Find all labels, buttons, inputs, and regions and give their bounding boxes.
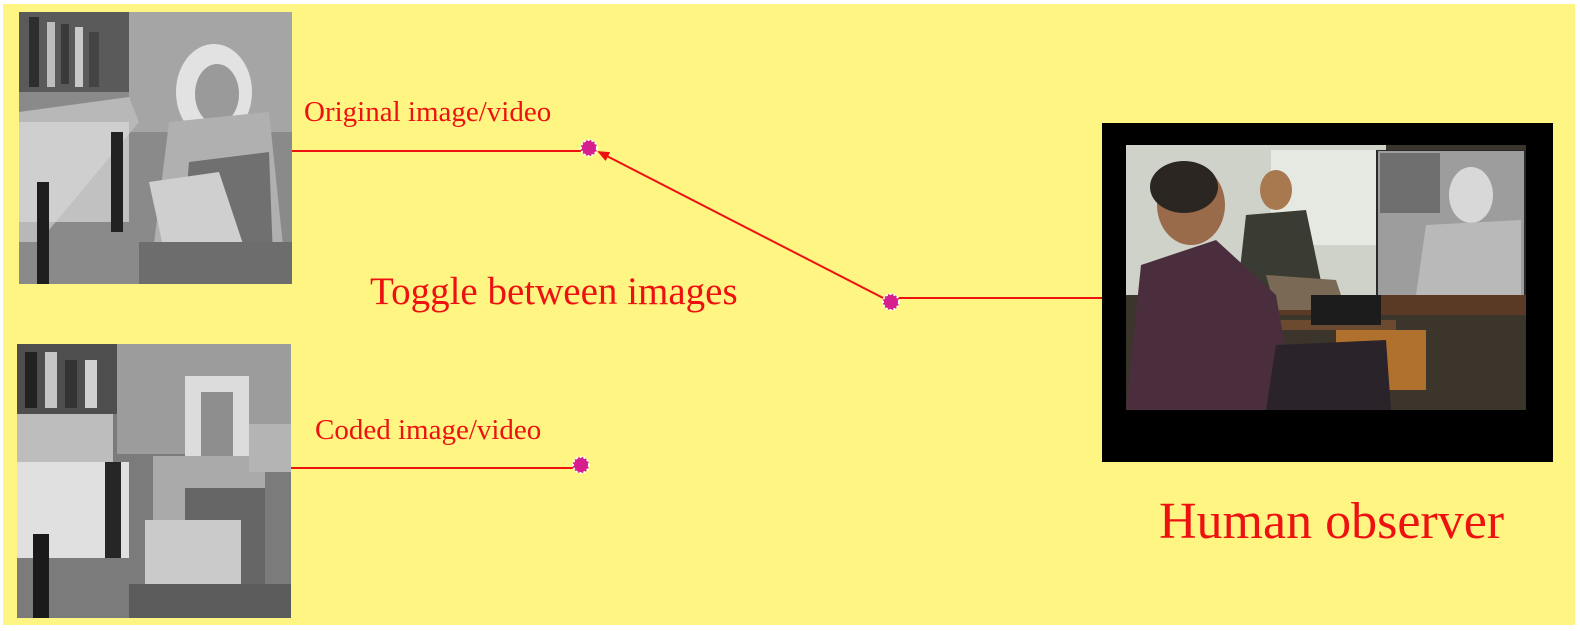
toggle-arrow bbox=[597, 151, 892, 303]
original-image-label: Original image/video bbox=[304, 96, 552, 128]
toggle-label: Toggle between images bbox=[370, 270, 738, 313]
coded-node bbox=[572, 456, 590, 474]
original-node bbox=[580, 139, 598, 157]
observer-photo bbox=[1126, 145, 1526, 410]
observer-photo-frame bbox=[1102, 123, 1553, 462]
connector-lines bbox=[291, 139, 1102, 474]
slide: Original image/video Coded image/video T… bbox=[3, 4, 1575, 625]
observer-node bbox=[882, 293, 900, 311]
human-observer-label: Human observer bbox=[1159, 493, 1505, 550]
coded-image bbox=[17, 344, 291, 618]
original-image bbox=[19, 12, 292, 284]
coded-image-label: Coded image/video bbox=[315, 414, 542, 446]
